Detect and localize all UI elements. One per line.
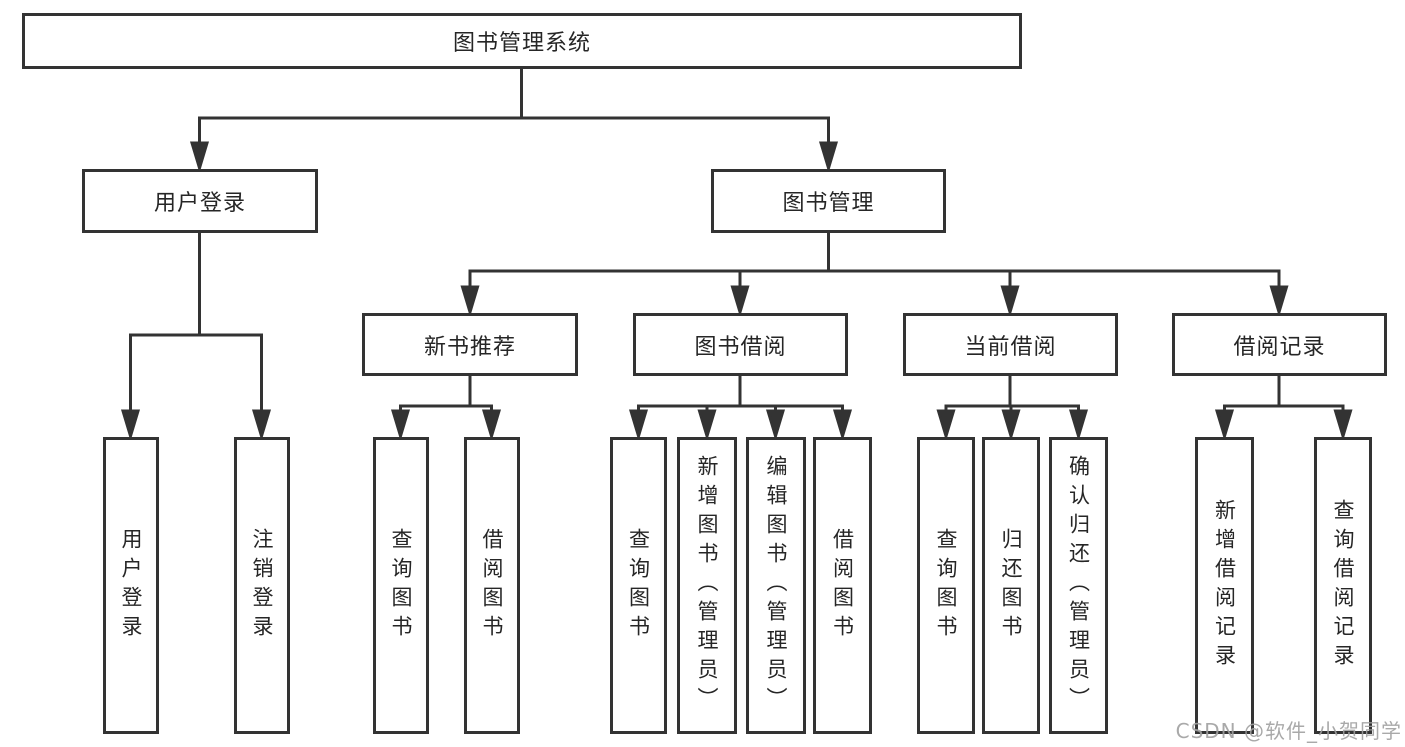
node-new-book-recommend-label: 新书推荐 — [423, 334, 516, 360]
node-user-login-label: 用户登录 — [153, 191, 246, 216]
node-user-login: 用户登录 — [82, 169, 318, 233]
leaf-user-login: 用户登录 — [103, 437, 159, 734]
node-new-book-recommend: 新书推荐 — [362, 313, 578, 376]
leaf-query-books-borrow-label: 查询图书 — [626, 527, 651, 644]
node-book-borrowing: 图书借阅 — [633, 313, 848, 376]
leaf-borrow-books-recommend-label: 借阅图书 — [480, 527, 505, 644]
leaf-query-books-current-label: 查询图书 — [934, 527, 959, 644]
leaf-add-borrow-record-label: 新增借阅记录 — [1212, 498, 1237, 673]
leaf-query-books-recommend-label: 查询图书 — [389, 527, 414, 644]
connector-user-login-to-leaves — [120, 233, 272, 442]
leaf-edit-book-admin: 编辑图书（管理员） — [746, 437, 806, 734]
leaf-query-borrow-record-label: 查询借阅记录 — [1331, 498, 1356, 673]
leaf-user-login-label: 用户登录 — [119, 527, 144, 644]
connector-root-to-level2 — [189, 69, 839, 174]
leaf-add-borrow-record: 新增借阅记录 — [1195, 437, 1254, 734]
leaf-edit-book-admin-label: 编辑图书（管理员） — [764, 455, 789, 716]
connector-new-book-rec-to-leaves — [390, 376, 502, 442]
leaf-query-books-borrow: 查询图书 — [610, 437, 667, 734]
csdn-watermark: CSDN @软件_小贺同学 — [1175, 719, 1402, 743]
leaf-query-borrow-record: 查询借阅记录 — [1314, 437, 1372, 734]
leaf-confirm-return-admin-label: 确认归还（管理员） — [1066, 455, 1091, 716]
leaf-return-book: 归还图书 — [982, 437, 1040, 734]
connector-book-borrow-to-leaves — [628, 376, 853, 442]
leaf-borrow-books: 借阅图书 — [813, 437, 872, 734]
leaf-query-books-recommend: 查询图书 — [373, 437, 429, 734]
connector-book-mgmt-to-groups — [460, 233, 1289, 318]
leaf-borrow-books-label: 借阅图书 — [830, 527, 855, 644]
leaf-logout-label: 注销登录 — [250, 527, 275, 644]
leaf-return-book-label: 归还图书 — [999, 527, 1024, 644]
leaf-query-books-current: 查询图书 — [917, 437, 975, 734]
node-book-management-label: 图书管理 — [782, 191, 875, 216]
node-book-management: 图书管理 — [711, 169, 946, 233]
leaf-add-book-admin-label: 新增图书（管理员） — [695, 455, 720, 716]
node-book-borrowing-label: 图书借阅 — [694, 334, 787, 360]
node-current-borrowing: 当前借阅 — [903, 313, 1118, 376]
node-library-system-label: 图书管理系统 — [452, 31, 591, 56]
leaf-logout: 注销登录 — [234, 437, 290, 734]
node-borrowing-records-label: 借阅记录 — [1233, 334, 1326, 360]
node-library-system: 图书管理系统 — [22, 13, 1022, 69]
connector-current-borrow-to-leaves — [936, 376, 1089, 442]
leaf-add-book-admin: 新增图书（管理员） — [677, 437, 737, 734]
leaf-borrow-books-recommend: 借阅图书 — [464, 437, 520, 734]
leaf-confirm-return-admin: 确认归还（管理员） — [1049, 437, 1108, 734]
node-borrowing-records: 借阅记录 — [1172, 313, 1387, 376]
connector-borrow-records-to-leaves — [1214, 376, 1353, 442]
node-current-borrowing-label: 当前借阅 — [964, 334, 1057, 360]
